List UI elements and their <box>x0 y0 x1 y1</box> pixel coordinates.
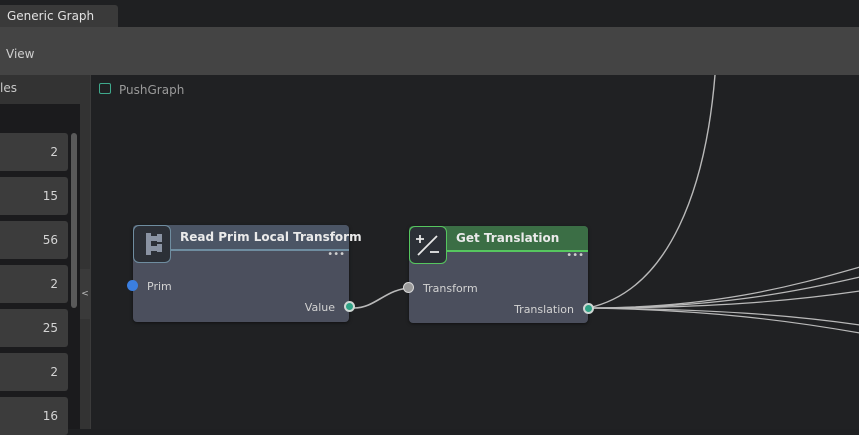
port-label-transform: Transform <box>423 282 478 295</box>
port-label-prim: Prim <box>147 280 172 293</box>
list-item[interactable]: 15 <box>0 177 68 215</box>
left-panel: les 2 15 56 2 25 2 16 < <box>0 75 90 435</box>
graph-title: PushGraph <box>119 83 185 97</box>
tab-bar: Generic Graph <box>0 0 859 27</box>
input-port-transform[interactable] <box>403 282 414 293</box>
node-title: Read Prim Local Transform <box>180 230 362 244</box>
output-port-value[interactable] <box>344 301 355 312</box>
connection-translation-out <box>587 75 716 309</box>
connection-wires <box>353 75 859 334</box>
connection-translation-out <box>587 290 859 309</box>
list-item[interactable]: 56 <box>0 221 68 259</box>
value-list: 2 15 56 2 25 2 16 <box>0 104 80 435</box>
list-item[interactable]: 2 <box>0 265 68 303</box>
graph-canvas[interactable]: PushGraph Read Prim Local Transform ••• … <box>90 75 859 429</box>
input-port-prim[interactable] <box>127 280 138 291</box>
list-item[interactable]: 25 <box>0 309 68 347</box>
plus-minus-icon <box>409 226 447 264</box>
menu-bar: View <box>0 27 859 75</box>
node-title: Get Translation <box>456 231 560 245</box>
port-label-value: Value <box>304 301 335 314</box>
connection-translation-out <box>587 307 859 326</box>
left-panel-title: les <box>0 81 17 95</box>
node-read-prim-local-transform[interactable]: Read Prim Local Transform ••• Prim Value <box>127 225 362 322</box>
output-port-translation[interactable] <box>583 303 594 314</box>
node-get-translation[interactable]: Get Translation ••• Transform Translatio… <box>403 226 594 323</box>
graph-icon <box>99 83 111 94</box>
connection-translation-out <box>587 276 859 309</box>
collapse-panel-button[interactable]: < <box>80 269 90 319</box>
node-menu-button[interactable]: ••• <box>566 250 584 261</box>
connection-translation-out <box>587 307 859 334</box>
list-item[interactable]: 16 <box>0 397 68 435</box>
scrollbar[interactable] <box>71 133 77 308</box>
tab-generic-graph[interactable]: Generic Graph <box>0 5 118 27</box>
port-label-translation: Translation <box>514 303 574 316</box>
menu-item-view[interactable]: View <box>6 47 35 61</box>
node-menu-button[interactable]: ••• <box>327 249 345 260</box>
hierarchy-icon <box>133 225 171 263</box>
list-item[interactable]: 2 <box>0 353 68 391</box>
connection-translation-out <box>587 266 859 309</box>
list-item[interactable]: 2 <box>0 133 68 171</box>
